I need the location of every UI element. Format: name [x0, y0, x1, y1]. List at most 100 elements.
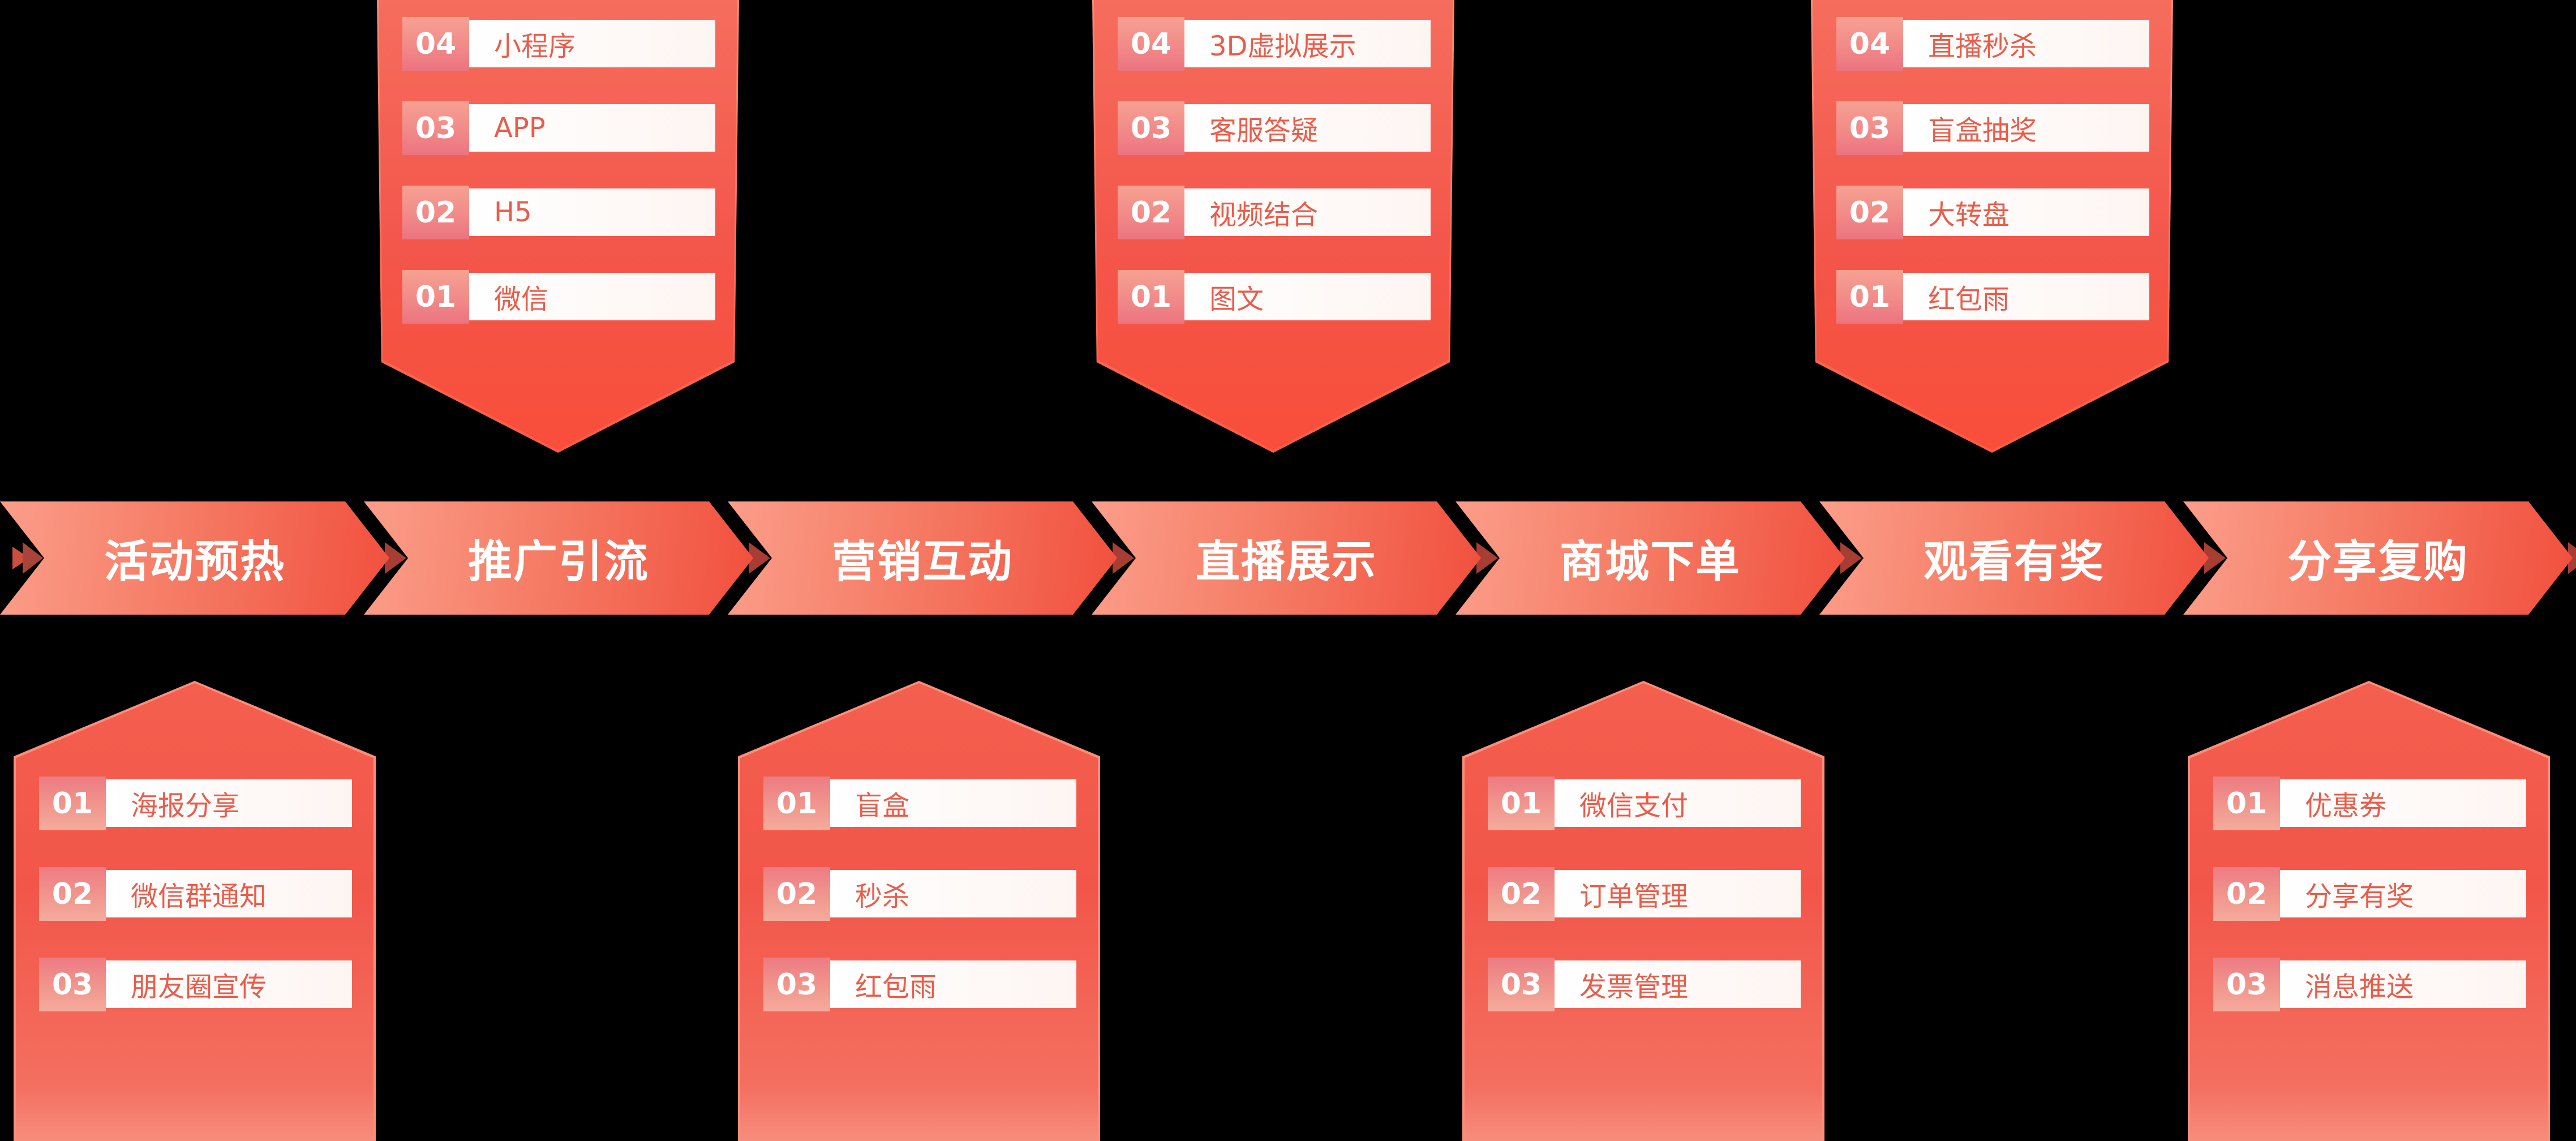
banner-item: 02 微信群通知 [39, 867, 352, 921]
flow-step-1: 活动预热 [0, 500, 413, 616]
banner-item: 02 订单管理 [1488, 867, 1801, 921]
item-label: APP [469, 104, 715, 152]
flow-step-label: 营销互动 [831, 537, 1013, 587]
flow-step-label: 直播展示 [1195, 537, 1377, 587]
banner-item: 04 小程序 [402, 17, 715, 71]
item-label: 消息推送 [2280, 960, 2526, 1008]
item-number-badge: 04 [402, 17, 469, 71]
item-label: 小程序 [469, 20, 715, 67]
chevron-arrow-shape [1092, 501, 1481, 615]
banner-item: 04 直播秒杀 [1836, 17, 2149, 71]
banner-item: 02 H5 [402, 186, 715, 239]
item-label: 红包雨 [1903, 273, 2149, 320]
flow-step-7: 分享复购 [2183, 500, 2576, 616]
item-number-badge: 03 [402, 101, 469, 155]
item-label: 大转盘 [1903, 188, 2149, 236]
item-number-badge: 03 [2213, 958, 2280, 1011]
item-label: 3D虚拟展示 [1184, 20, 1431, 67]
banner-item: 03 发票管理 [1488, 958, 1801, 1011]
banner-item: 01 图文 [1118, 270, 1431, 324]
item-number-badge: 02 [763, 867, 830, 921]
item-label: 客服答疑 [1184, 104, 1431, 152]
item-number-badge: 01 [39, 777, 106, 830]
item-label: 盲盒抽奖 [1903, 104, 2149, 152]
banner-item: 01 微信 [402, 270, 715, 324]
banner-item: 03 红包雨 [763, 958, 1076, 1011]
item-number-badge: 02 [1488, 867, 1555, 921]
flow-step-4: 直播展示 [1092, 500, 1505, 616]
item-label: 朋友圈宣传 [106, 960, 352, 1008]
flow-step-5: 商城下单 [1456, 500, 1869, 616]
flow-step-label: 推广引流 [467, 537, 649, 587]
chevron-arrow-shape [0, 501, 389, 615]
item-number-badge: 04 [1836, 17, 1903, 71]
item-number-badge: 04 [1118, 17, 1184, 71]
banner-item: 03 盲盒抽奖 [1836, 101, 2149, 155]
flow-step-label: 商城下单 [1559, 537, 1741, 587]
item-label: 订单管理 [1555, 870, 1801, 917]
banner-item: 02 秒杀 [763, 867, 1076, 921]
banner-item: 04 3D虚拟展示 [1118, 17, 1431, 71]
item-number-badge: 01 [1488, 777, 1555, 830]
banner-item: 03 客服答疑 [1118, 101, 1431, 155]
banner-item: 03 APP [402, 101, 715, 155]
item-label: 秒杀 [830, 870, 1076, 917]
chevron-arrow-shape [364, 501, 753, 615]
banner-item: 01 盲盒 [763, 777, 1076, 830]
item-number-badge: 02 [1836, 186, 1903, 239]
banner-item: 01 红包雨 [1836, 270, 2149, 324]
top-banner-display-modes: 04 3D虚拟展示 03 客服答疑 02 视频结合 01 图文 [1092, 0, 1454, 453]
top-banner-promotion-channels: 04 小程序 03 APP 02 H5 01 微信 [377, 0, 739, 453]
bottom-banner-interaction-tools: 01 盲盒 02 秒杀 03 红包雨 [738, 681, 1100, 1141]
item-number-badge: 03 [1488, 958, 1555, 1011]
chevron-arrow-shape [1819, 501, 2209, 615]
item-number-badge: 02 [402, 186, 469, 239]
top-banner-watch-rewards: 04 直播秒杀 03 盲盒抽奖 02 大转盘 01 红包雨 [1811, 0, 2173, 453]
banner-item: 01 优惠券 [2213, 777, 2526, 830]
item-label: 视频结合 [1184, 188, 1431, 236]
flow-step-label: 活动预热 [104, 537, 285, 587]
item-number-badge: 01 [1836, 270, 1903, 324]
item-number-badge: 02 [39, 867, 106, 921]
item-label: 直播秒杀 [1903, 20, 2149, 67]
bottom-banner-repurchase-tools: 01 优惠券 02 分享有奖 03 消息推送 [2188, 681, 2550, 1141]
banner-item: 03 朋友圈宣传 [39, 958, 352, 1011]
bottom-banner-preheat-methods: 01 海报分享 02 微信群通知 03 朋友圈宣传 [14, 681, 376, 1141]
item-label: 红包雨 [830, 960, 1076, 1008]
banner-item: 01 海报分享 [39, 777, 352, 830]
item-number-badge: 01 [763, 777, 830, 830]
chevron-arrow-shape [2183, 501, 2573, 615]
bottom-banner-order-functions: 01 微信支付 02 订单管理 03 发票管理 [1462, 681, 1824, 1141]
item-label: 优惠券 [2280, 779, 2526, 827]
item-number-badge: 01 [2213, 777, 2280, 830]
banner-item: 01 微信支付 [1488, 777, 1801, 830]
flow-step-2: 推广引流 [364, 500, 777, 616]
item-label: 微信 [469, 273, 715, 320]
flow-step-6: 观看有奖 [1819, 500, 2232, 616]
item-number-badge: 01 [402, 270, 469, 324]
item-label: 图文 [1184, 273, 1431, 320]
banner-item: 03 消息推送 [2213, 958, 2526, 1011]
item-label: 发票管理 [1555, 960, 1801, 1008]
banner-item: 02 视频结合 [1118, 186, 1431, 239]
item-number-badge: 02 [1118, 186, 1184, 239]
item-label: 微信群通知 [106, 870, 352, 917]
item-label: 海报分享 [106, 779, 352, 827]
flow-step-3: 营销互动 [728, 500, 1141, 616]
item-label: 盲盒 [830, 779, 1076, 827]
banner-item: 02 大转盘 [1836, 186, 2149, 239]
chevron-arrow-shape [728, 501, 1117, 615]
item-number-badge: 02 [2213, 867, 2280, 921]
item-label: H5 [469, 188, 715, 236]
chevron-arrow-shape [1456, 501, 1845, 615]
item-number-badge: 03 [39, 958, 106, 1011]
item-number-badge: 01 [1118, 270, 1184, 324]
item-label: 微信支付 [1555, 779, 1801, 827]
flow-step-label: 观看有奖 [1923, 537, 2105, 587]
item-label: 分享有奖 [2280, 870, 2526, 917]
item-number-badge: 03 [1118, 101, 1184, 155]
flow-step-label: 分享复购 [2287, 537, 2468, 587]
banner-item: 02 分享有奖 [2213, 867, 2526, 921]
item-number-badge: 03 [1836, 101, 1903, 155]
